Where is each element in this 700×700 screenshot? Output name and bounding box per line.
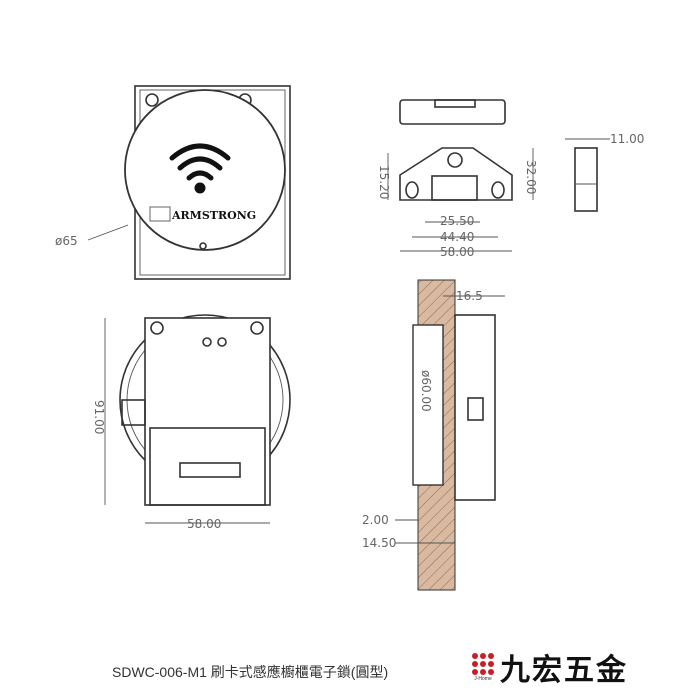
back-view: 91.00 58.00 — [92, 314, 291, 531]
dim-diameter-60: ø60.00 — [419, 370, 433, 412]
dim-44-40: 44.40 — [440, 230, 474, 244]
dim-58-00: 58.00 — [187, 517, 221, 531]
dim-15-20: 15.20 — [377, 165, 391, 199]
front-view: ARMSTRONG ø65 — [55, 85, 291, 280]
dim-2-00: 2.00 — [362, 513, 389, 527]
dim-diameter-front: ø65 — [55, 234, 78, 248]
dim-58-00-striker: 58.00 — [440, 245, 474, 259]
brand-logo: J-Home 九宏五金 — [472, 645, 628, 689]
dim-16-5: 16.5 — [456, 289, 483, 303]
dim-25-50: 25.50 — [440, 214, 474, 228]
wifi-icon — [169, 143, 231, 194]
logo-en: J-Home — [474, 675, 492, 682]
logo-dots-icon — [472, 652, 494, 675]
dim-32-00: 32.00 — [524, 160, 538, 194]
logo-zh: 九宏五金 — [500, 654, 628, 687]
brand-label: ARMSTRONG — [171, 209, 256, 222]
dim-14-50: 14.50 — [362, 536, 396, 550]
dim-91-00: 91.00 — [92, 400, 106, 434]
product-caption: SDWC-006-M1 刷卡式感應櫥櫃電子鎖(圓型) — [112, 664, 389, 680]
section-view: 16.5 ø60.00 2.00 14.50 — [362, 279, 505, 591]
striker-views: 15.20 32.00 25.50 44.40 58.00 11.00 — [377, 99, 644, 259]
dim-11-00: 11.00 — [610, 132, 644, 146]
